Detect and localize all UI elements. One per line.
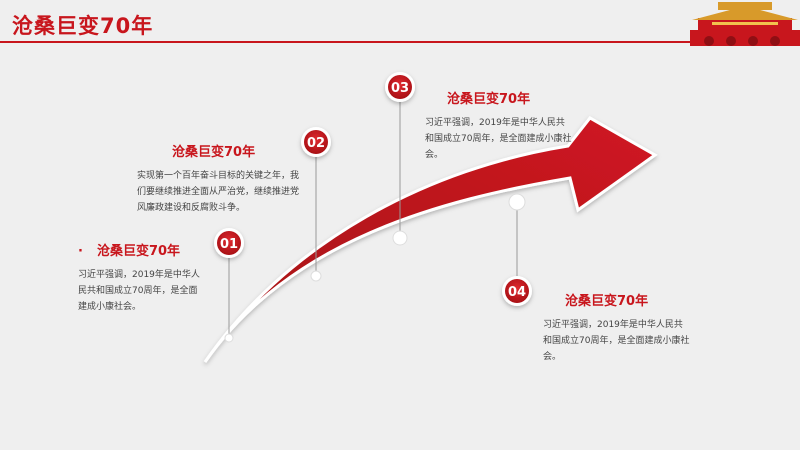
step-heading-text-01: 沧桑巨变70年 xyxy=(96,244,181,259)
page-title: 沧桑巨变70年 xyxy=(12,14,154,38)
step-body-02: 实现第一个百年奋斗目标的关键之年，我们要继续推进全面从严治党，继续推进党风廉政建… xyxy=(137,171,300,213)
step-badge-03: 03 xyxy=(385,72,415,102)
step-badge-01: 01 xyxy=(214,228,244,258)
step-block-04: 沧桑巨变70年 习近平强调，2019年是中华人民共和国成立70周年，是全面建成小… xyxy=(543,290,693,365)
step-block-01: · 沧桑巨变70年 习近平强调，2019年是中华人民共和国成立70周年，是全面建成… xyxy=(78,240,218,315)
step-body-04: 习近平强调，2019年是中华人民共和国成立70周年，是全面建成小康社会。 xyxy=(543,320,690,362)
step-number-03: 03 xyxy=(391,81,409,96)
step-number-02: 02 xyxy=(307,136,325,151)
arrow-pin-04 xyxy=(508,193,526,211)
arrow-pin-01 xyxy=(224,333,234,343)
step-number-04: 04 xyxy=(508,285,526,300)
curved-arrow xyxy=(203,116,658,363)
step-heading-04: 沧桑巨变70年 xyxy=(565,294,649,309)
step-badge-04: 04 xyxy=(502,276,532,306)
title-divider xyxy=(0,41,800,43)
arrow-pin-02 xyxy=(310,270,322,282)
step-heading-01: · 沧桑巨变70年 xyxy=(78,240,218,259)
step-body-01: 习近平强调，2019年是中华人民共和国成立70周年，是全面建成小康社会。 xyxy=(78,270,200,312)
step-block-02: 沧桑巨变70年 实现第一个百年奋斗目标的关键之年，我们要继续推进全面从严治党，继… xyxy=(137,141,302,216)
step-block-03: 沧桑巨变70年 习近平强调，2019年是中华人民共和国成立70周年，是全面建成小… xyxy=(425,88,575,163)
step-badge-02: 02 xyxy=(301,127,331,157)
arrow-pin-03 xyxy=(392,230,408,246)
step-body-03: 习近平强调，2019年是中华人民共和国成立70周年，是全面建成小康社会。 xyxy=(425,118,572,160)
step-bullet-01: · xyxy=(78,244,83,259)
step-heading-03: 沧桑巨变70年 xyxy=(447,92,531,107)
step-heading-02: 沧桑巨变70年 xyxy=(172,145,256,160)
tiananmen-gate-icon xyxy=(690,2,800,46)
step-number-01: 01 xyxy=(220,237,238,252)
